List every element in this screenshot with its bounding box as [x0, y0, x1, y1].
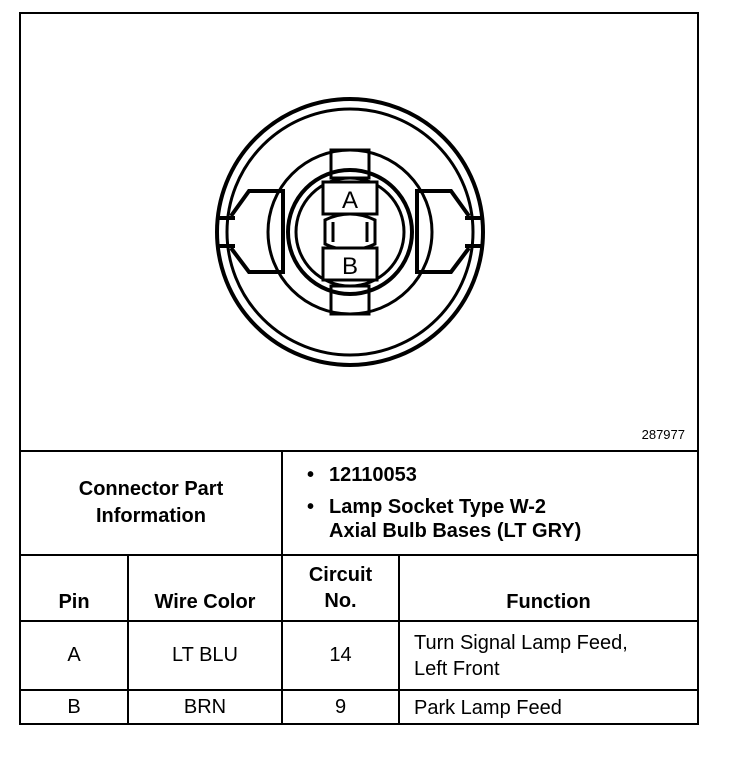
- pin-cell: B: [21, 689, 129, 724]
- connector-face-figure: A B 287977: [21, 14, 697, 450]
- connector-diagram-frame: A B 287977 Connector Part Information 12…: [19, 12, 699, 725]
- header-circuit-line2: No.: [324, 590, 357, 612]
- function-cell: Turn Signal Lamp Feed, Left Front: [397, 620, 698, 691]
- header-circuit-line1: Circuit: [308, 564, 373, 586]
- function-cell: Park Lamp Feed: [397, 689, 698, 724]
- middle-ring: [266, 148, 434, 316]
- table-header-row: Pin Wire Color Circuit No. Function: [21, 554, 698, 622]
- figure-id: 287977: [641, 427, 685, 442]
- connector-info-label-line1: Connector Part: [78, 478, 224, 500]
- connector-description-line2: Axial Bulb Bases (LT GRY): [329, 520, 582, 542]
- outer-ring: [215, 97, 485, 367]
- table-row: A LT BLU 14 Turn Signal Lamp Feed, Left …: [21, 620, 698, 691]
- wire-color-cell: LT BLU: [127, 620, 283, 691]
- inner-ring-outer: [286, 168, 414, 296]
- right-lock-tab: [415, 189, 471, 274]
- left-lock-tab: [229, 189, 285, 274]
- connector-info-label: Connector Part Information: [21, 450, 283, 556]
- inner-ring: [294, 176, 406, 288]
- connector-info-label-line2: Information: [96, 505, 206, 527]
- connector-info-list: 12110053 Lamp Socket Type W-2 Axial Bulb…: [280, 450, 698, 556]
- pin-cell: A: [21, 620, 129, 691]
- cavity-a-box: [321, 180, 379, 216]
- function-line1: Turn Signal Lamp Feed,: [414, 631, 628, 654]
- connector-description-line1: Lamp Socket Type W-2: [329, 496, 547, 518]
- top-key: [329, 148, 371, 180]
- table-row: B BRN 9 Park Lamp Feed: [21, 689, 698, 724]
- wire-color-cell: BRN: [127, 689, 283, 724]
- circuit-cell: 14: [281, 620, 400, 691]
- cavity-b-label: B: [342, 253, 358, 280]
- connector-face-drawing: A B: [215, 97, 485, 367]
- header-pin: Pin: [21, 554, 129, 622]
- function-line2: Left Front: [414, 657, 500, 680]
- connector-table: Connector Part Information 12110053 Lamp…: [21, 450, 698, 724]
- connector-description: Lamp Socket Type W-2 Axial Bulb Bases (L…: [305, 495, 697, 543]
- outer-ring-inner: [225, 107, 475, 357]
- header-wire-color: Wire Color: [127, 554, 283, 622]
- cavity-a-label: A: [342, 187, 358, 214]
- connector-info-row: Connector Part Information 12110053 Lamp…: [21, 450, 698, 556]
- bottom-key: [329, 284, 371, 316]
- header-function: Function: [397, 554, 698, 622]
- header-circuit-no: Circuit No.: [281, 554, 400, 622]
- cavity-b-box: [321, 246, 379, 282]
- connector-part-number: 12110053: [305, 463, 697, 487]
- circuit-cell: 9: [281, 689, 400, 724]
